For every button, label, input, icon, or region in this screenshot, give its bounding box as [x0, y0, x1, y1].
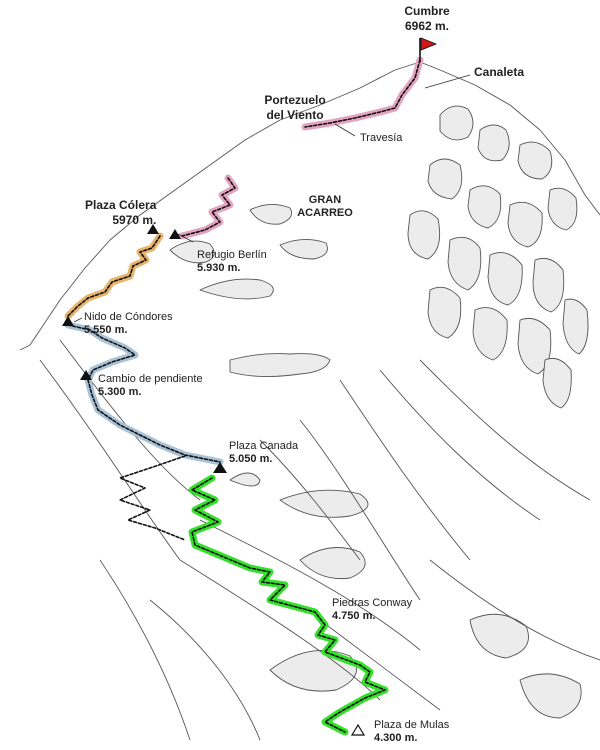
travesia-leader: [334, 123, 356, 137]
refugio-berlin-name: Refugio Berlín: [197, 249, 267, 261]
plaza-de-mulas-altitude: 4.300 m.: [374, 732, 418, 744]
gran-acarreo-label: GRAN ACARREO: [293, 194, 357, 220]
refugio-berlin-marker-icon: [169, 229, 181, 239]
cambio-de-pendiente-altitude: 5.300 m.: [98, 386, 142, 398]
summit-name: Cumbre: [404, 4, 450, 18]
canaleta-leader: [424, 74, 471, 89]
portezuelo-line-2: del Viento: [266, 108, 324, 122]
refugio-berlin-altitude: 5.930 m.: [197, 262, 241, 274]
nido-leader: [73, 317, 83, 323]
nido-de-condores-marker-icon: [62, 316, 74, 326]
gran-acarreo-line-1: GRAN: [308, 194, 342, 206]
nido-de-condores-altitude: 5.550 m.: [84, 324, 128, 336]
cambio-de-pendiente-marker-icon: [80, 370, 92, 380]
cambio-de-pendiente-label: Cambio de pendiente 5.300 m.: [98, 373, 203, 399]
nido-de-condores-name: Nido de Cóndores: [84, 311, 173, 323]
plaza-canada-name: Plaza Canada: [229, 440, 299, 452]
summit-label: Cumbre 6962 m.: [398, 4, 456, 34]
refugio-berlin-label: Refugio Berlín 5.930 m.: [197, 249, 267, 275]
plaza-de-mulas-label: Plaza de Mulas 4.300 m.: [374, 719, 449, 745]
plaza-canada-altitude: 5.050 m.: [229, 453, 273, 465]
piedras-conway-altitude: 4.750 m.: [332, 610, 376, 622]
portezuelo-label: Portezuelo del Viento: [255, 93, 335, 123]
route-lower: [191, 477, 386, 733]
refugio-leader: [177, 233, 194, 243]
nido-de-condores-label: Nido de Cóndores 5.550 m.: [84, 311, 173, 337]
plaza-canada-marker-icon: [213, 462, 227, 473]
portezuelo-line-1: Portezuelo: [264, 93, 326, 107]
plaza-colera-marker-icon: [147, 224, 159, 234]
plaza-canada-label: Plaza Canada 5.050 m.: [229, 440, 298, 466]
cambio-de-pendiente-name: Cambio de pendiente: [98, 373, 203, 385]
plaza-colera-label: Plaza Cólera 5970 m.: [85, 198, 156, 228]
travesia-label: Travesía: [360, 132, 403, 144]
route-summit: [181, 59, 421, 237]
mountain-sketch: [19, 61, 600, 741]
gran-acarreo-line-2: ACARREO: [297, 207, 353, 219]
piedras-conway-name: Piedras Conway: [332, 597, 413, 609]
plaza-de-mulas-marker-icon: [350, 723, 366, 736]
piedras-conway-label: Piedras Conway 4.750 m.: [332, 597, 412, 623]
route-upper: [67, 235, 161, 317]
canaleta-label: Canaleta: [474, 65, 525, 79]
summit-flag-icon: [419, 37, 438, 62]
summit-altitude: 6962 m.: [404, 19, 450, 33]
plaza-de-mulas-name: Plaza de Mulas: [374, 719, 450, 731]
plaza-colera-name: Plaza Cólera: [85, 198, 157, 212]
route-alternate: [119, 455, 186, 541]
route-middle: [67, 324, 221, 463]
plaza-colera-altitude: 5970 m.: [112, 213, 157, 227]
route-glow-upper: [64, 232, 164, 320]
